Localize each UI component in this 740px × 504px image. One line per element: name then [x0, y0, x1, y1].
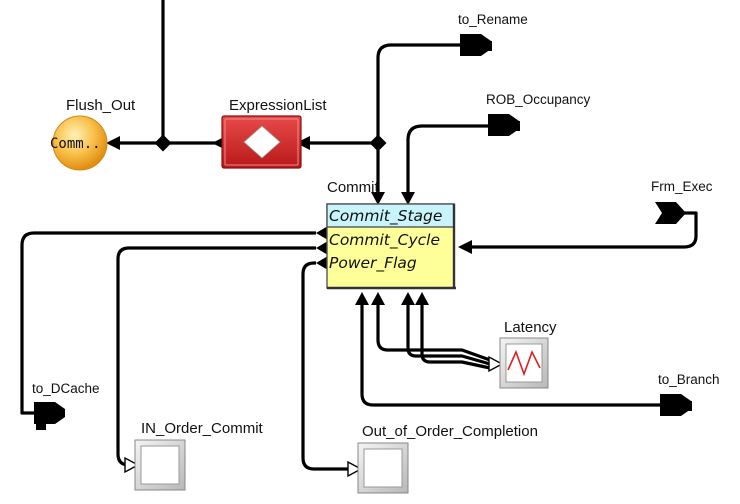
flush-out-block[interactable]: Flush_Out Comm.. [50, 97, 136, 171]
arrowhead-frm-exec [458, 240, 472, 254]
expression-list-label: ExpressionList [229, 97, 327, 114]
arrowhead-commit-stage [371, 192, 385, 205]
wire-rob-occupancy [406, 124, 490, 196]
wire-to-out-of-order [301, 261, 350, 471]
expression-list-block[interactable]: ExpressionList [221, 97, 327, 169]
commit-port-0: Commit_Stage [329, 207, 442, 226]
in-order-commit-screen [140, 445, 180, 485]
wire-to-dcache [20, 231, 316, 415]
to-branch-port[interactable]: to_Branch [658, 372, 720, 416]
commit-label: Commit [327, 179, 379, 196]
wire-latency-3 [420, 298, 491, 370]
junction-right [369, 134, 387, 152]
to-dcache-port[interactable]: to_DCache [32, 381, 100, 430]
arrowhead-in-order-port [316, 241, 328, 255]
out-of-order-completion-block[interactable]: Out_of_Order_Completion [357, 423, 538, 494]
arrowhead-latency-port-2 [401, 292, 415, 305]
to-branch-label: to_Branch [658, 372, 720, 387]
arrowhead-latency [488, 355, 504, 373]
expression-diamond-icon [243, 125, 281, 159]
to-rename-port[interactable]: to_Rename [458, 12, 528, 56]
arrowhead-latency-port-1 [371, 292, 385, 305]
wire-latency-2 [406, 298, 491, 366]
flush-out-label: Flush_Out [66, 97, 136, 114]
commit-port-1: Commit_Cycle [329, 231, 440, 250]
latency-waveform-icon [507, 349, 541, 377]
frm-exec-label: Frm_Exec [651, 179, 713, 194]
expression-list-inner-border [224, 118, 299, 166]
out-of-order-completion-screen [363, 448, 403, 488]
in-order-commit-label: IN_Order_Commit [141, 420, 264, 437]
to-dcache-flag-tail [36, 413, 46, 430]
wire-commit-stage-up [376, 43, 460, 196]
arrowhead-flush-out [106, 136, 120, 150]
arrowhead-out-of-order [347, 460, 363, 478]
flush-out-text: Comm.. [50, 136, 101, 152]
commit-block[interactable]: Commit Commit_Stage Commit_Cycle Power_F… [326, 179, 456, 290]
latency-label: Latency [504, 319, 557, 336]
frm-exec-flag-icon [655, 202, 686, 224]
arrowhead-latency-port-3 [415, 292, 429, 305]
flush-out-circle [52, 115, 108, 171]
commit-port-2: Power_Flag [329, 254, 417, 273]
frm-exec-port[interactable]: Frm_Exec [651, 179, 713, 224]
out-of-order-completion-label: Out_of_Order_Completion [362, 423, 538, 440]
rob-occupancy-port[interactable]: ROB_Occupancy [486, 92, 591, 136]
rob-occupancy-label: ROB_Occupancy [486, 92, 591, 107]
wire-latency-1 [376, 298, 491, 362]
junction-left [154, 134, 172, 152]
to-dcache-label: to_DCache [32, 381, 100, 396]
arrowhead-rob [401, 192, 415, 205]
latency-block[interactable]: Latency [499, 319, 557, 389]
to-branch-flag-tail [670, 401, 692, 411]
rob-occupancy-flag-tail [498, 121, 520, 131]
arrowhead-branch-port [355, 292, 369, 305]
wire-frm-exec [470, 211, 698, 249]
wire-to-branch [360, 298, 660, 407]
in-order-commit-block[interactable]: IN_Order_Commit [134, 420, 264, 491]
arrowhead-dcache-port [316, 226, 328, 240]
wires [20, 0, 698, 478]
arrowhead-in-order [124, 456, 140, 474]
to-rename-label: to_Rename [458, 12, 528, 27]
to-rename-flag-tail [470, 41, 492, 51]
arrowhead-expr-in [296, 136, 310, 150]
arrowhead-ooo-port [316, 256, 328, 270]
